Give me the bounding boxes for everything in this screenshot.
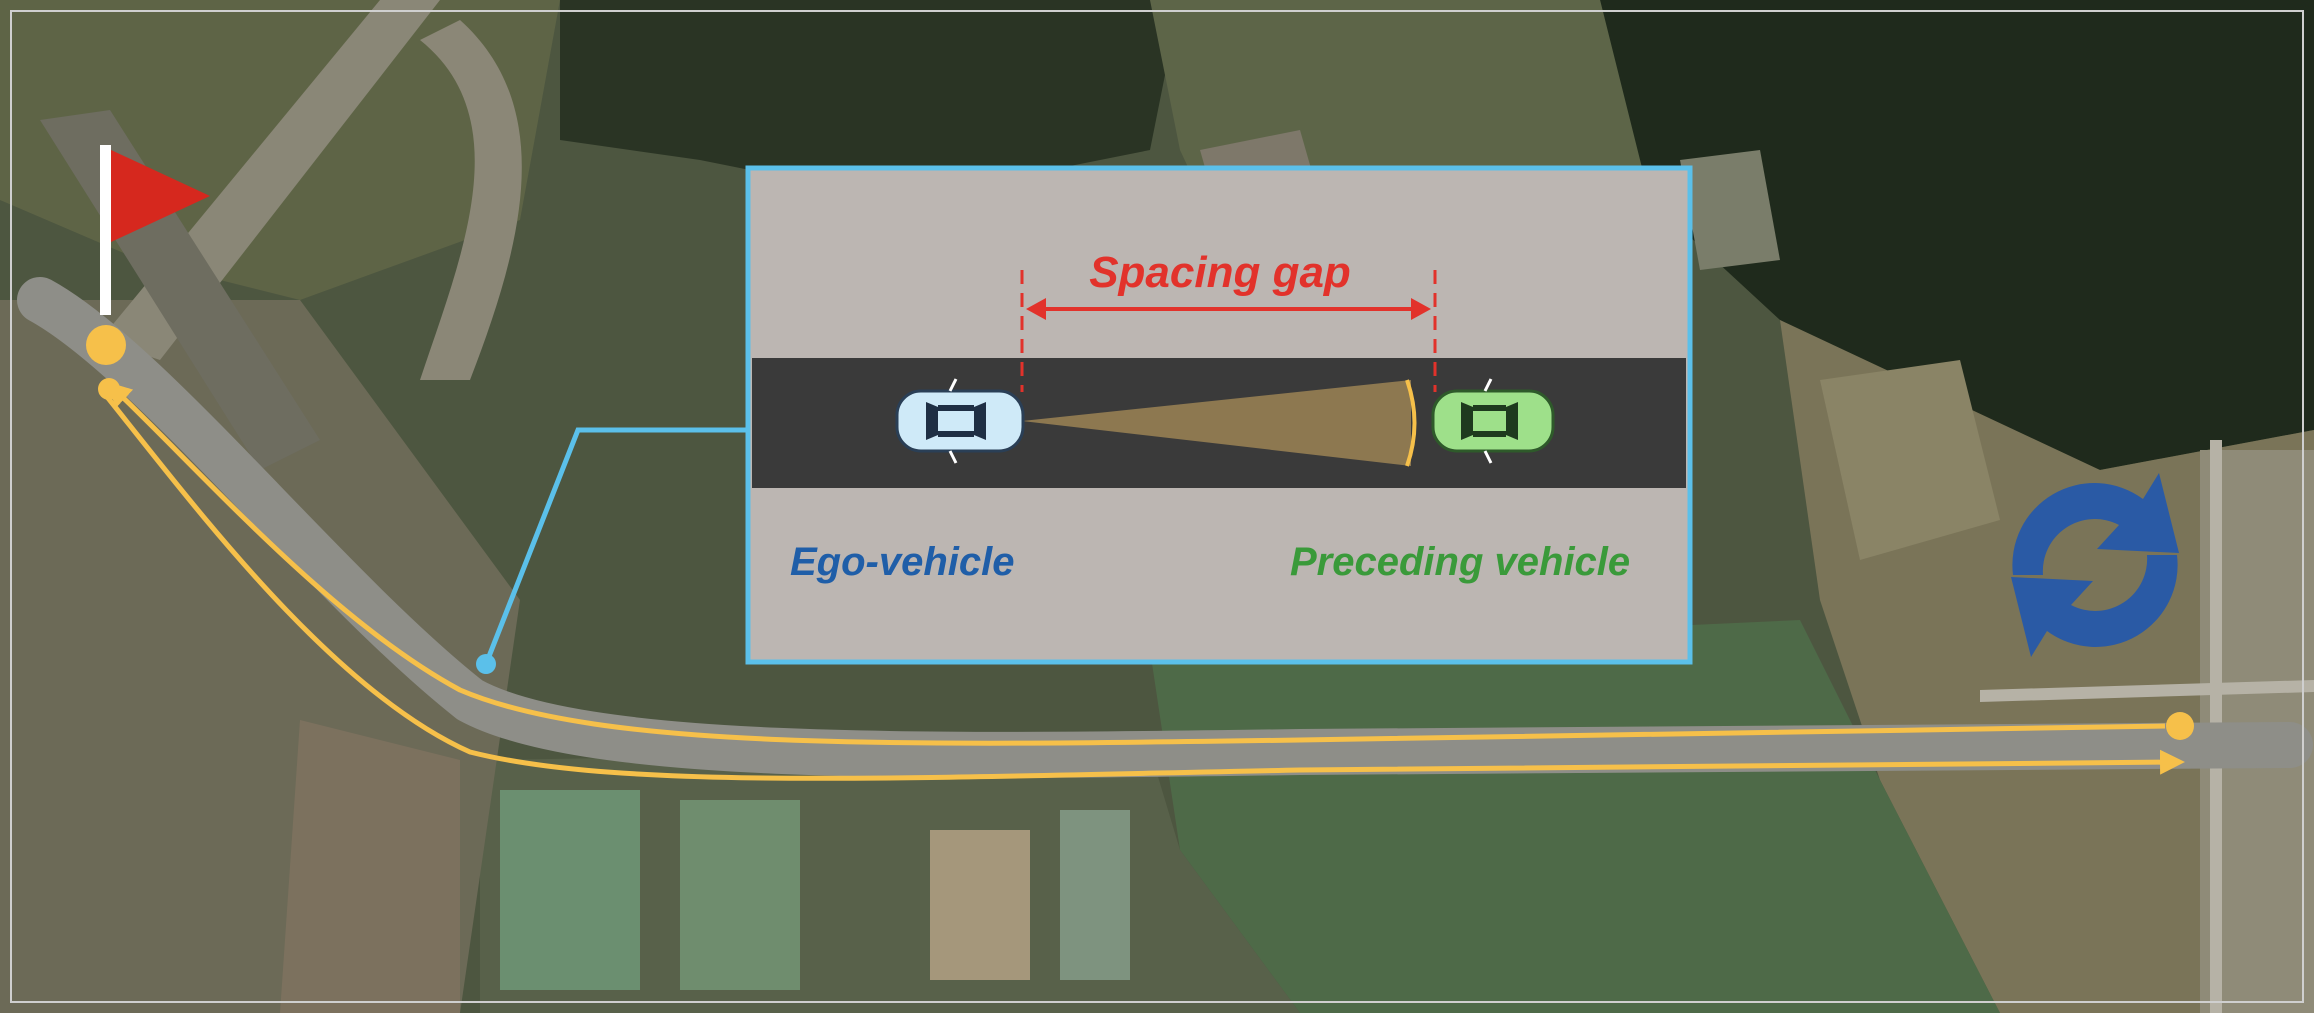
- inset-connector-line: [483, 427, 750, 665]
- start-point-dot: [98, 378, 120, 400]
- route-road: [17, 277, 2313, 778]
- start-flag-icon: [100, 145, 210, 315]
- preceding-car-icon: [1431, 378, 1555, 464]
- ego-vehicle-label: Ego-vehicle: [790, 540, 1015, 584]
- route-outbound-arrow: [106, 381, 2166, 746]
- spacing-gap-label: Spacing gap: [1089, 248, 1351, 297]
- loop-arrows-icon: [2011, 473, 2179, 657]
- gap-dimension-arrow: [1026, 298, 1431, 320]
- sensor-beam-icon: [1022, 379, 1417, 467]
- start-point-marker: [86, 325, 126, 365]
- end-point-marker: [2166, 712, 2194, 740]
- preceding-vehicle-label: Preceding vehicle: [1290, 540, 1631, 584]
- inset-anchor-dot: [476, 654, 496, 674]
- route-return-arrow: [102, 391, 2185, 781]
- ego-car-icon: [895, 378, 1025, 464]
